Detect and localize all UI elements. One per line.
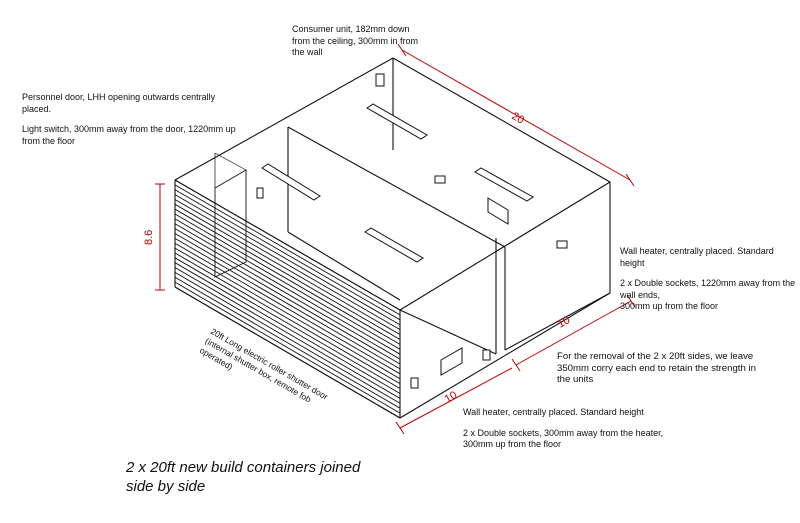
shutter-slat [174, 223, 401, 355]
shutter-slat [174, 228, 401, 360]
shutter-slat [174, 237, 401, 370]
join-floor-right [504, 292, 611, 351]
shutter-slat [174, 213, 401, 345]
shutter-slat [174, 194, 401, 326]
ceiling-light-4 [364, 227, 424, 263]
ceiling-light-2 [261, 163, 321, 201]
sockets [410, 175, 568, 389]
note-right-sockets: 2 x Double sockets, 1220mm away from the… [620, 278, 796, 300]
shutter-slat [174, 189, 401, 321]
ceiling-light-1 [366, 103, 428, 140]
note-consumer-unit: Consumer unit, 182mm down from the ceili… [292, 24, 419, 57]
shutter-slat [174, 262, 401, 394]
dimension-width-right: 10 [556, 314, 573, 330]
dim-tick [395, 421, 405, 435]
shutter-label-line-2: (internal shutter box, remote fob [204, 336, 314, 405]
dim-line-length [401, 49, 631, 181]
shutter-label: 20ft Long electric roller shutter door (… [198, 326, 330, 405]
light-switch-icon [256, 187, 264, 199]
shutter-slat [174, 286, 401, 419]
note-personnel-door: Personnel door, LHH opening outwards cen… [22, 92, 236, 146]
inner-floor-left [287, 231, 401, 301]
dim-line-width-bottom [399, 367, 513, 429]
dimension-length: 20 [510, 110, 527, 127]
shutter-slat [174, 203, 401, 335]
note-right-wall: Wall heater, centrally placed. Standard … [620, 246, 800, 313]
note-bottom-sockets: 2 x Double sockets, 300mm away from the … [463, 427, 664, 438]
note-bottom-wall: Wall heater, centrally placed. Standard … [463, 407, 664, 449]
join-seam [287, 126, 506, 248]
shutter-slat [174, 199, 401, 331]
shutter-slat [174, 247, 401, 380]
ceiling-light-3 [474, 167, 534, 202]
shutter-slat [174, 276, 401, 409]
dim-tick [626, 294, 636, 308]
note-light-switch: Light switch, 300mm away from the door, … [22, 124, 236, 134]
inner-floor-line [399, 309, 497, 355]
double-socket-icon [410, 377, 419, 389]
dimension-lines [155, 43, 636, 435]
dim-tick [625, 173, 635, 187]
dimension-height: 8.6 [143, 230, 155, 245]
shutter-slat [174, 218, 401, 350]
shutter-slat [174, 242, 401, 375]
container-outline [174, 57, 611, 419]
roller-shutter-door [174, 179, 401, 419]
shutter-slat [174, 179, 401, 311]
wall-heater-front [440, 347, 463, 376]
shutter-slat [174, 272, 401, 404]
door-swing-line [214, 152, 247, 171]
dim-line-width-right [515, 300, 632, 366]
personnel-door [214, 169, 247, 278]
shutter-slat [174, 267, 401, 399]
dim-tick [511, 358, 521, 372]
dim-tick [397, 43, 407, 57]
note-right-heater: Wall heater, centrally placed. Standard … [620, 246, 774, 268]
double-socket-icon [482, 349, 491, 361]
ceiling-lights [261, 103, 534, 263]
note-removal: For the removal of the 2 x 20ft sides, w… [557, 351, 756, 385]
consumer-unit-icon [375, 73, 385, 87]
shutter-slat [174, 281, 401, 414]
shutter-slat [174, 252, 401, 385]
shutter-slat [174, 257, 401, 389]
wall-heater-rear [487, 197, 509, 225]
double-socket-icon [434, 175, 446, 184]
dimension-width-bottom: 10 [443, 389, 460, 405]
floor-front-edge [399, 292, 611, 419]
note-bottom-heater: Wall heater, centrally placed. Standard … [463, 407, 644, 417]
back-top-edge [392, 57, 611, 183]
diagram-caption: 2 x 20ft new build containers joined sid… [126, 459, 361, 495]
top-end-edge [399, 181, 611, 311]
double-socket-icon [556, 240, 568, 249]
shutter-slat [174, 208, 401, 340]
shutter-slat [174, 233, 401, 365]
shutter-slat [174, 184, 401, 316]
back-left-edge [174, 57, 394, 181]
